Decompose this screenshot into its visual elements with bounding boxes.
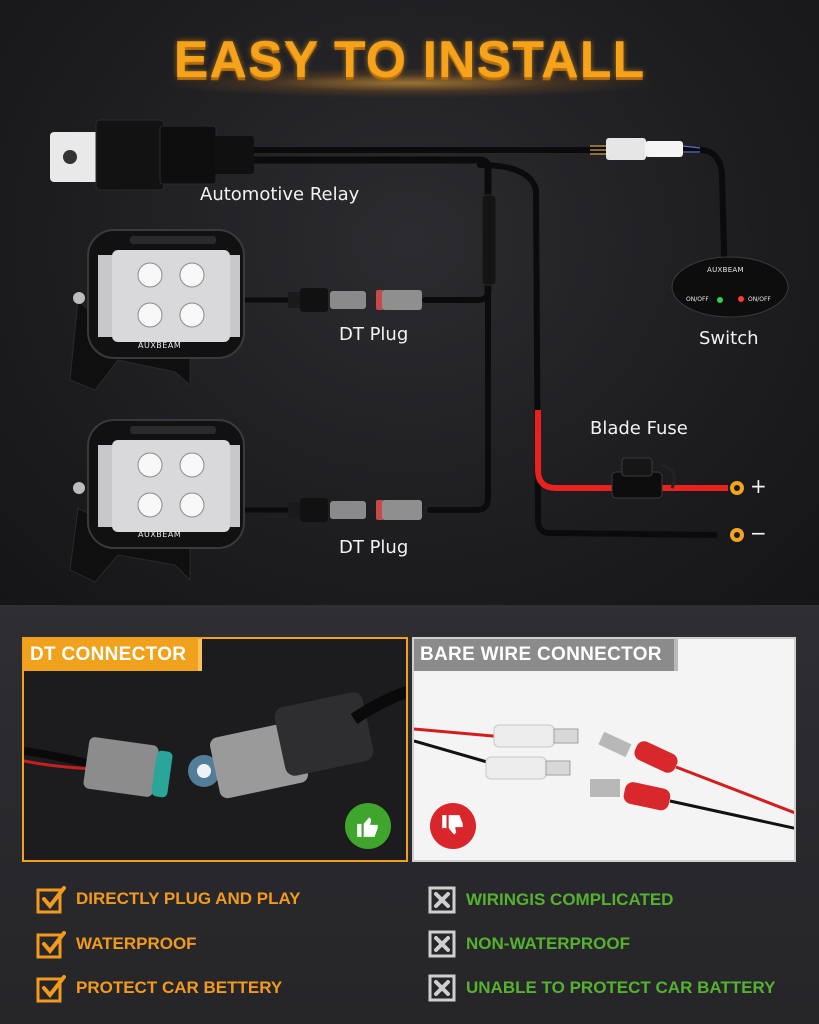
harness-wire-ground bbox=[477, 162, 718, 538]
minus-terminal-label: − bbox=[750, 521, 767, 545]
led-light-1 bbox=[69, 229, 245, 391]
con-item-text: UNABLE TO PROTECT CAR BATTERY bbox=[466, 978, 776, 997]
con-item-1: WIRINGIS COMPLICATED bbox=[428, 885, 673, 915]
switch-brand: AUXBEAM bbox=[707, 266, 744, 274]
switch-box bbox=[671, 250, 789, 318]
dt-plug-2 bbox=[288, 498, 422, 522]
dt-connector-photo bbox=[24, 639, 406, 860]
con-item-3: UNABLE TO PROTECT CAR BATTERY bbox=[428, 973, 775, 1003]
bare-wire-photo bbox=[414, 639, 794, 860]
orange-check-icon bbox=[36, 975, 66, 1003]
terminal-positive bbox=[730, 481, 744, 495]
pro-item-3: PROTECT CAR BETTERY bbox=[36, 973, 282, 1003]
con-item-text: NON-WATERPROOF bbox=[466, 934, 631, 953]
light2-brand: AUXBEAM bbox=[138, 530, 182, 539]
pro-item-1: DIRECTLY PLUG AND PLAY bbox=[36, 884, 301, 914]
page-title: EASY TO INSTALL bbox=[173, 31, 646, 89]
bare-wire-connector-tab: BARE WIRE CONNECTOR bbox=[414, 639, 678, 671]
switch-onoff-right: ON/OFF bbox=[748, 296, 771, 303]
orange-check-icon bbox=[36, 931, 66, 959]
orange-check-icon bbox=[36, 886, 66, 914]
thumbs-up-icon bbox=[345, 803, 391, 849]
con-item-text: WIRINGIS COMPLICATED bbox=[466, 890, 674, 909]
pro-item-text: WATERPROOF bbox=[76, 934, 197, 953]
bare-wire-connector-panel: BARE WIRE CONNECTOR bbox=[412, 637, 796, 862]
title-glow bbox=[160, 68, 660, 98]
pro-item-2: WATERPROOF bbox=[36, 929, 197, 959]
thumbs-down-icon bbox=[430, 803, 476, 849]
x-box-icon bbox=[428, 886, 456, 914]
dt-plug-1 bbox=[288, 288, 422, 312]
positive-wire bbox=[535, 410, 615, 491]
fuse-label: Blade Fuse bbox=[590, 418, 688, 439]
harness-wire-switch bbox=[247, 147, 727, 253]
x-box-icon bbox=[428, 974, 456, 1002]
harness-wire-plug2 bbox=[427, 287, 491, 513]
harness-wire-main bbox=[246, 156, 492, 294]
terminal-negative bbox=[730, 528, 744, 542]
con-item-2: NON-WATERPROOF bbox=[428, 929, 630, 959]
dt-plug-2-label: DT Plug bbox=[339, 537, 409, 558]
dt-connector-tab: DT CONNECTOR bbox=[24, 639, 203, 671]
dt-connector-panel: DT CONNECTOR bbox=[22, 637, 408, 862]
wire-sleeve bbox=[481, 194, 497, 286]
dt-plug-1-label: DT Plug bbox=[339, 324, 409, 345]
harness-wire-plug1 bbox=[422, 287, 491, 303]
switch-onoff-left: ON/OFF bbox=[686, 296, 709, 303]
pro-item-text: DIRECTLY PLUG AND PLAY bbox=[76, 889, 301, 908]
switch-label: Switch bbox=[699, 328, 759, 349]
blade-fuse-holder bbox=[611, 457, 676, 499]
wiring-diagram bbox=[50, 119, 789, 583]
pro-item-text: PROTECT CAR BETTERY bbox=[76, 978, 283, 997]
relay-label: Automotive Relay bbox=[200, 184, 360, 205]
switch-connector bbox=[590, 138, 701, 160]
light1-brand: AUXBEAM bbox=[138, 341, 182, 350]
x-box-icon bbox=[428, 930, 456, 958]
plus-terminal-label: + bbox=[750, 474, 767, 498]
automotive-relay bbox=[50, 119, 254, 191]
led-light-2 bbox=[69, 419, 245, 583]
